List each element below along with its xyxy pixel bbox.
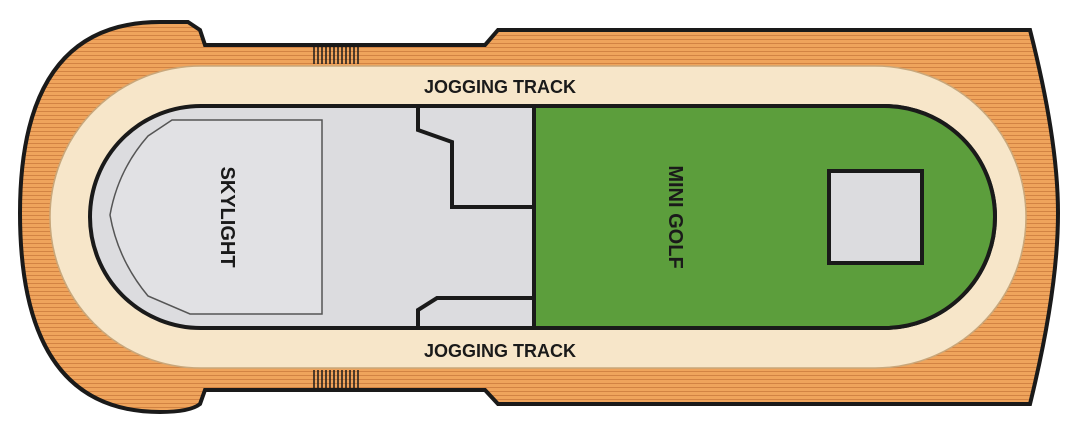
mini-golf-square xyxy=(827,169,924,265)
jogging-track-bottom-label: JOGGING TRACK xyxy=(424,341,576,361)
skylight xyxy=(109,119,323,315)
divider-structure xyxy=(416,108,534,326)
stairs-bottom xyxy=(313,370,359,388)
stairs-top xyxy=(313,47,359,64)
mini-golf-area xyxy=(532,104,997,330)
skylight-label: SKYLIGHT xyxy=(216,166,238,267)
jogging-track-top-label: JOGGING TRACK xyxy=(424,77,576,97)
mini-golf-label: MINI GOLF xyxy=(664,165,686,268)
